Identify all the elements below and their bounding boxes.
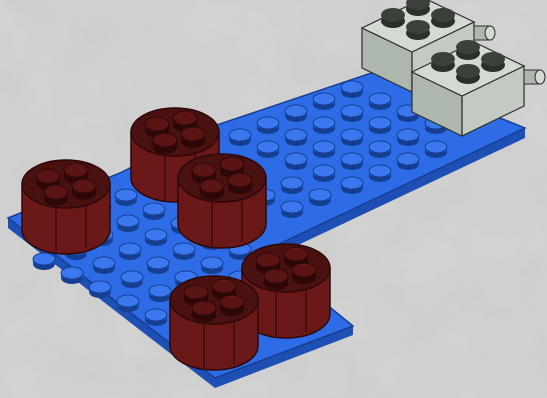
blue-stud (149, 285, 171, 302)
blue-stud (285, 153, 307, 170)
blue-stud (313, 93, 335, 110)
blue-stud (281, 177, 303, 194)
blue-stud (115, 189, 137, 206)
blue-stud (369, 165, 391, 182)
blue-stud (147, 257, 169, 274)
gray-stud (406, 0, 430, 16)
red-stud (292, 263, 316, 284)
blue-stud (173, 243, 195, 260)
blue-stud (281, 201, 303, 218)
gray-stud (381, 8, 405, 28)
red-stud (220, 295, 244, 316)
blue-stud (33, 253, 55, 270)
blue-stud (145, 309, 167, 326)
blue-stud (369, 117, 391, 134)
blue-stud (119, 243, 141, 260)
gray-stud (431, 8, 455, 28)
blue-stud (229, 129, 251, 146)
red-stud (181, 127, 205, 148)
red-stud (44, 185, 68, 206)
gray-pin (524, 70, 545, 84)
red-stud (153, 133, 177, 154)
blue-stud (257, 117, 279, 134)
blue-stud (341, 81, 363, 98)
blue-stud (425, 141, 447, 158)
red-stud (228, 173, 252, 194)
gray-stud (456, 40, 480, 60)
red-round-brick (178, 154, 266, 248)
blue-stud (313, 117, 335, 134)
blue-stud (285, 129, 307, 146)
blue-stud (145, 229, 167, 246)
blue-stud (313, 165, 335, 182)
blue-stud (309, 189, 331, 206)
blue-stud (121, 271, 143, 288)
blue-stud (117, 215, 139, 232)
red-stud (264, 269, 288, 290)
blue-stud (341, 153, 363, 170)
gray-stud (431, 52, 455, 72)
blue-stud (143, 203, 165, 220)
blue-stud (61, 267, 83, 284)
blue-stud (201, 257, 223, 274)
blue-stud (89, 281, 111, 298)
blue-stud (369, 93, 391, 110)
gray-stud (456, 64, 480, 84)
blue-stud (117, 295, 139, 312)
blue-stud (397, 153, 419, 170)
blue-stud (285, 105, 307, 122)
blue-stud (341, 129, 363, 146)
blue-stud (341, 177, 363, 194)
blue-stud (341, 105, 363, 122)
blue-stud (257, 141, 279, 158)
gray-stud (406, 20, 430, 40)
red-round-brick (22, 160, 110, 254)
blue-stud (93, 257, 115, 274)
red-stud (72, 179, 96, 200)
gray-pin (474, 26, 495, 40)
blue-stud (397, 129, 419, 146)
red-round-brick (170, 276, 258, 370)
blue-stud (313, 141, 335, 158)
red-stud (200, 179, 224, 200)
gray-stud (481, 52, 505, 72)
red-stud (192, 301, 216, 322)
blue-stud (369, 141, 391, 158)
